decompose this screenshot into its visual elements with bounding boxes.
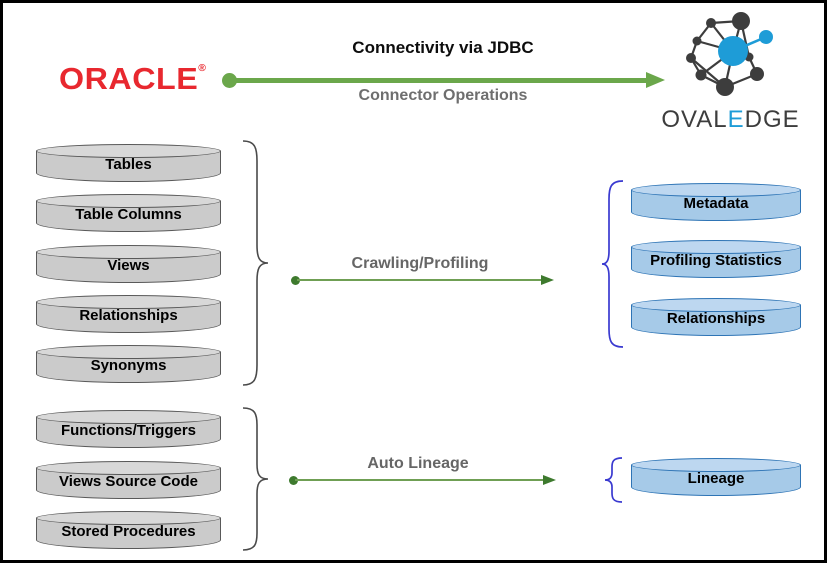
cylinder-top	[631, 183, 801, 197]
crawling-profiling-label: Crawling/Profiling	[351, 255, 489, 272]
cylinder-stored-procedures: Stored Procedures	[36, 511, 221, 549]
auto-lineage-label: Auto Lineage	[367, 455, 469, 472]
connector-operations-label: Connector Operations	[358, 87, 528, 104]
jdbc-arrow-start-dot	[222, 73, 237, 88]
cylinder-views-source-code: Views Source Code	[36, 461, 221, 499]
cylinder-top	[36, 410, 221, 424]
cylinder-top	[631, 240, 801, 254]
cylinder-top	[36, 194, 221, 208]
jdbc-arrow-head-icon	[646, 72, 665, 88]
cylinder-top	[631, 458, 801, 472]
cylinder-top	[631, 298, 801, 312]
lineage-arrow-line	[295, 479, 545, 481]
crawling-arrow-head-icon	[541, 275, 554, 285]
crawling-arrow-start-dot	[291, 276, 300, 285]
ovaledge-wordmark: OVALEDGE	[661, 106, 800, 133]
cylinder-lineage: Lineage	[631, 458, 801, 496]
ovaledge-network-icon	[685, 12, 773, 96]
lineage-arrow-start-dot	[289, 476, 298, 485]
cylinder-tables: Tables	[36, 144, 221, 182]
cylinder-top	[36, 144, 221, 158]
cylinder-metadata: Metadata	[631, 183, 801, 221]
crawling-arrow-line	[297, 279, 543, 281]
cylinder-synonyms: Synonyms	[36, 345, 221, 383]
lineage-arrow-head-icon	[543, 475, 556, 485]
ovaledge-blue-e: E	[727, 106, 745, 133]
cylinder-views: Views	[36, 245, 221, 283]
cylinder-top	[36, 345, 221, 359]
brace-lineage-target	[604, 457, 623, 503]
oracle-logo: ORACLE®	[59, 61, 215, 97]
brace-lineage-sources	[242, 407, 269, 551]
cylinder-table-columns: Table Columns	[36, 194, 221, 232]
cylinder-top	[36, 245, 221, 259]
cylinder-top	[36, 511, 221, 525]
oracle-wordmark: ORACLE	[59, 61, 199, 96]
brace-crawl-targets	[601, 180, 624, 348]
registered-trademark-icon: ®	[198, 63, 207, 74]
cylinder-profiling-statistics: Profiling Statistics	[631, 240, 801, 278]
cylinder-relationships-source: Relationships	[36, 295, 221, 333]
cylinder-top	[36, 295, 221, 309]
connectivity-title: Connectivity via JDBC	[352, 38, 534, 57]
ovaledge-logo: OVALEDGE	[648, 11, 813, 134]
cylinder-functions-triggers: Functions/Triggers	[36, 410, 221, 448]
cylinder-relationships-target: Relationships	[631, 298, 801, 336]
jdbc-arrow-line	[234, 78, 648, 83]
cylinder-top	[36, 461, 221, 475]
brace-crawl-sources	[242, 140, 269, 386]
